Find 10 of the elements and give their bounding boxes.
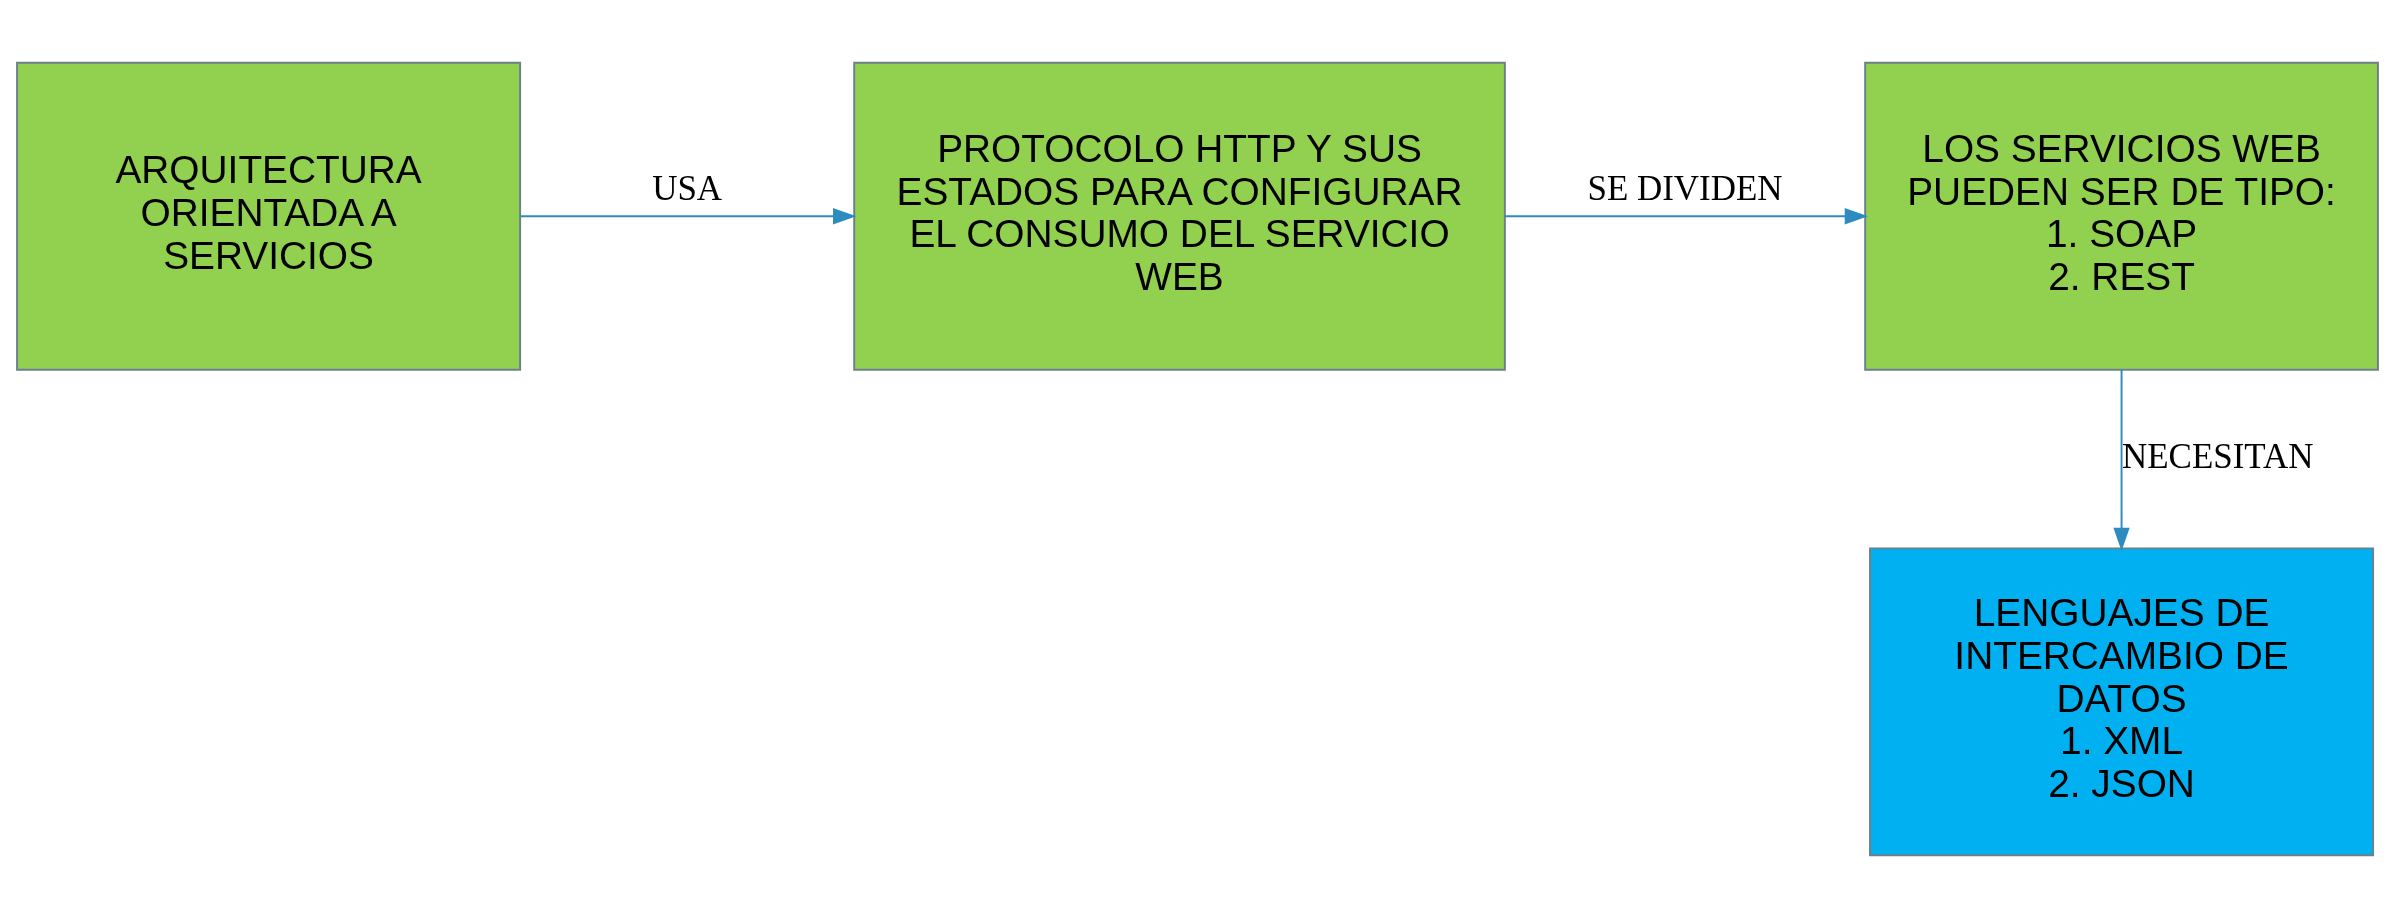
node-box: ARQUITECTURA ORIENTADA A SERVICIOS [16,61,522,371]
arrow [2113,368,2130,551]
node-box: PROTOCOLO HTTP Y SUS ESTADOS PARA CONFIGURAR EL CONSUMO DEL SERVICIO WEB [853,61,1506,371]
node-box: LOS SERVICIOS WEB PUEDEN SER DE TIPO: 1. SOAP 2. REST [1864,61,2379,371]
arrow [519,207,857,224]
edge-label: SE DIVIDEN [1587,168,1783,208]
edge-label: USA [652,168,723,208]
node-box: LENGUAJES DE INTERCAMBIO DE DATOS 1. XML 2. JSON [1869,546,2375,856]
edge-label: NECESITAN [2122,436,2314,476]
arrow [1504,207,1869,224]
